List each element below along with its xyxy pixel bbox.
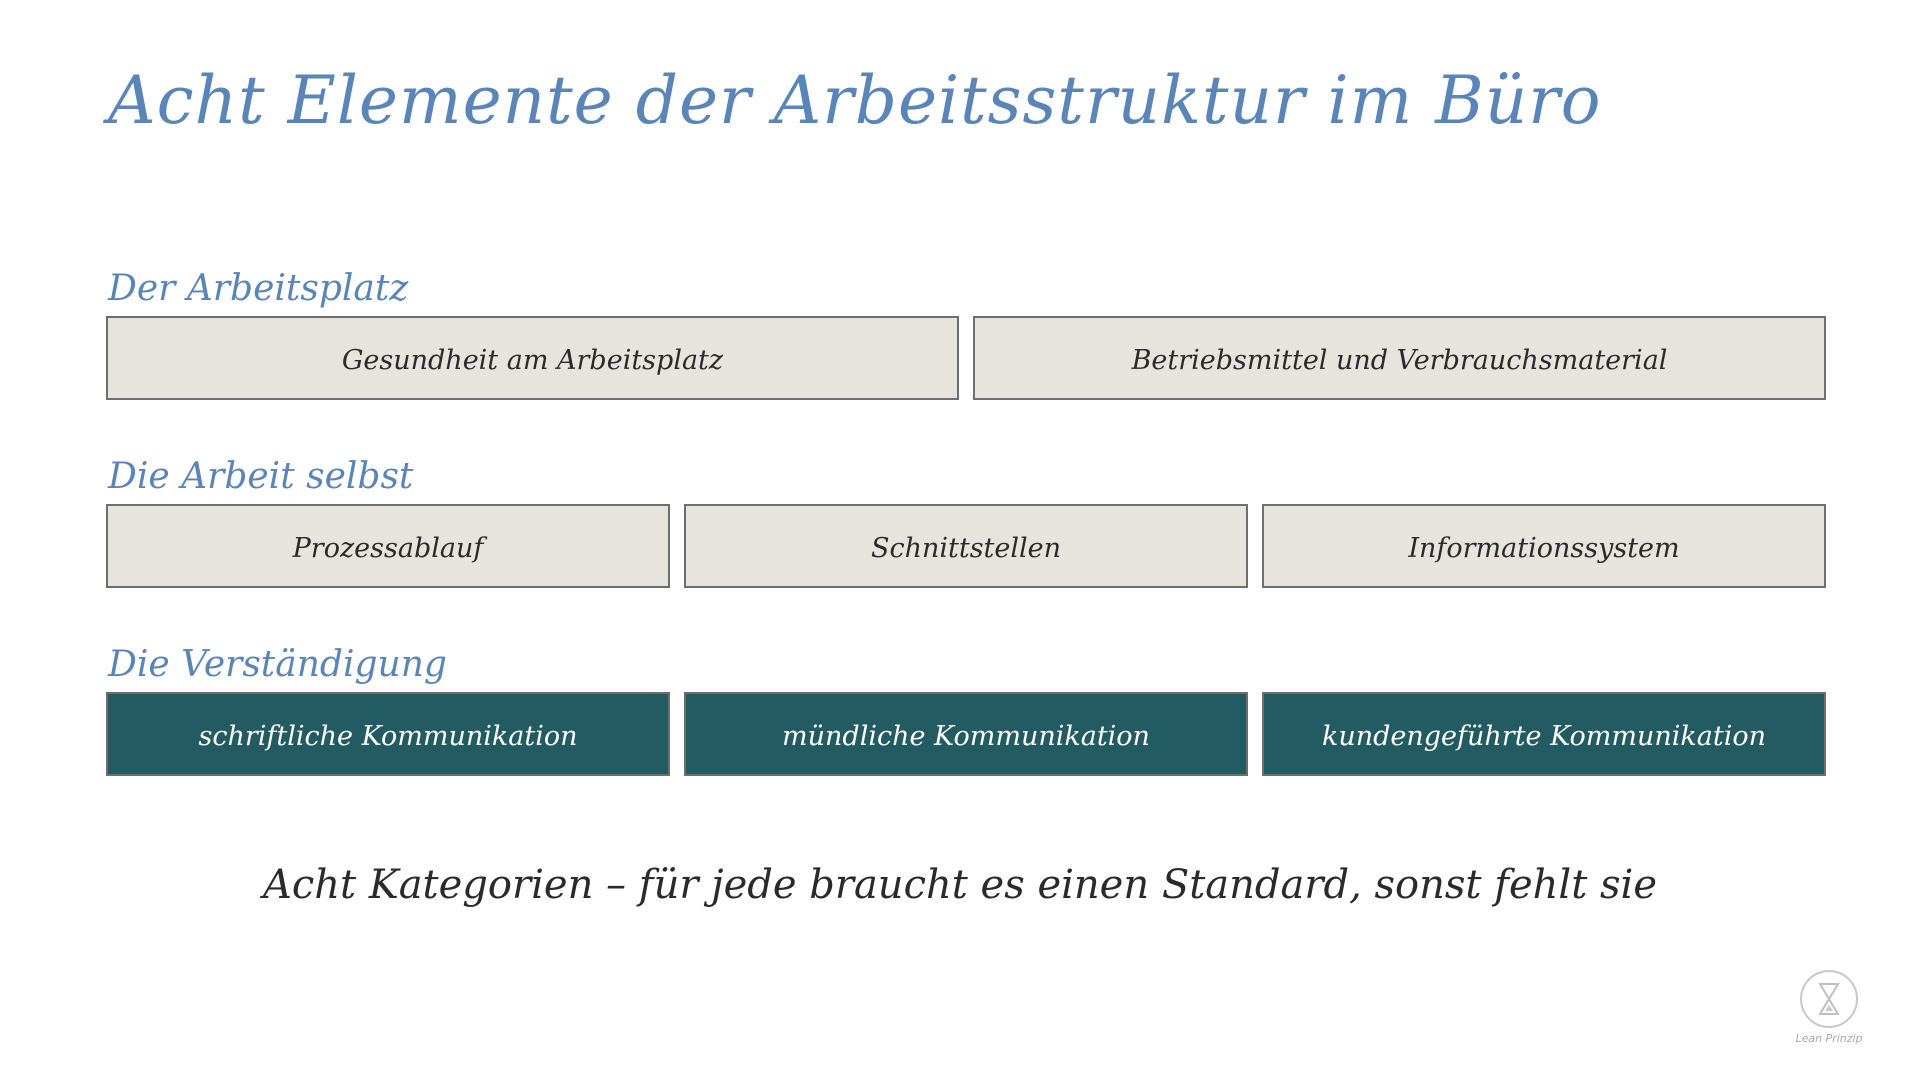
- section-label-arbeit-selbst: Die Arbeit selbst: [108, 456, 414, 497]
- category-box: Gesundheit am Arbeitsplatz: [106, 316, 959, 400]
- category-box-highlighted: schriftliche Kommunikation: [106, 692, 670, 776]
- section-row-verstaendigung: schriftliche Kommunikation mündliche Kom…: [106, 692, 1826, 776]
- brand-logo: Lean Prinzip: [1784, 970, 1874, 1045]
- logo-label: Lean Prinzip: [1795, 1032, 1863, 1045]
- summary-statement: Acht Kategorien – für jede braucht es ei…: [262, 862, 1658, 908]
- category-box: Betriebsmittel und Verbrauchsmaterial: [973, 316, 1826, 400]
- category-box: Informationssystem: [1262, 504, 1826, 588]
- category-box: Schnittstellen: [684, 504, 1248, 588]
- hourglass-icon: [1800, 970, 1858, 1028]
- page-title: Acht Elemente der Arbeitsstruktur im Bür…: [108, 62, 1602, 139]
- section-row-arbeitsplatz: Gesundheit am Arbeitsplatz Betriebsmitte…: [106, 316, 1826, 400]
- section-label-verstaendigung: Die Verständigung: [108, 644, 447, 685]
- section-row-arbeit-selbst: Prozessablauf Schnittstellen Information…: [106, 504, 1826, 588]
- category-box: Prozessablauf: [106, 504, 670, 588]
- section-label-arbeitsplatz: Der Arbeitsplatz: [108, 268, 409, 309]
- category-box-highlighted: mündliche Kommunikation: [684, 692, 1248, 776]
- category-box-highlighted: kundengeführte Kommunikation: [1262, 692, 1826, 776]
